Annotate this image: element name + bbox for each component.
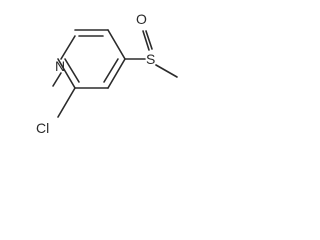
atom-label-o: O <box>136 11 147 27</box>
bond-c4-c5-double <box>103 58 119 83</box>
bond-s-methyl <box>155 64 178 78</box>
bond-c6-c1-double <box>64 58 80 83</box>
atom-label-cl: Cl <box>36 120 49 136</box>
bond-s-o-1 <box>142 30 150 51</box>
bond-c3-c4 <box>107 29 126 60</box>
atom-label-n: N <box>55 58 65 74</box>
bond-c6-c1 <box>57 58 76 89</box>
bond-n1-c2 <box>60 35 76 60</box>
bond-c4-c5 <box>107 58 126 89</box>
bond-s-o-2 <box>145 30 153 50</box>
atom-label-s: S <box>146 51 155 67</box>
bond-c6-cl <box>57 87 76 118</box>
structure-diagram: N O S Cl <box>36 11 178 136</box>
bond-n1-c6 <box>52 72 62 87</box>
